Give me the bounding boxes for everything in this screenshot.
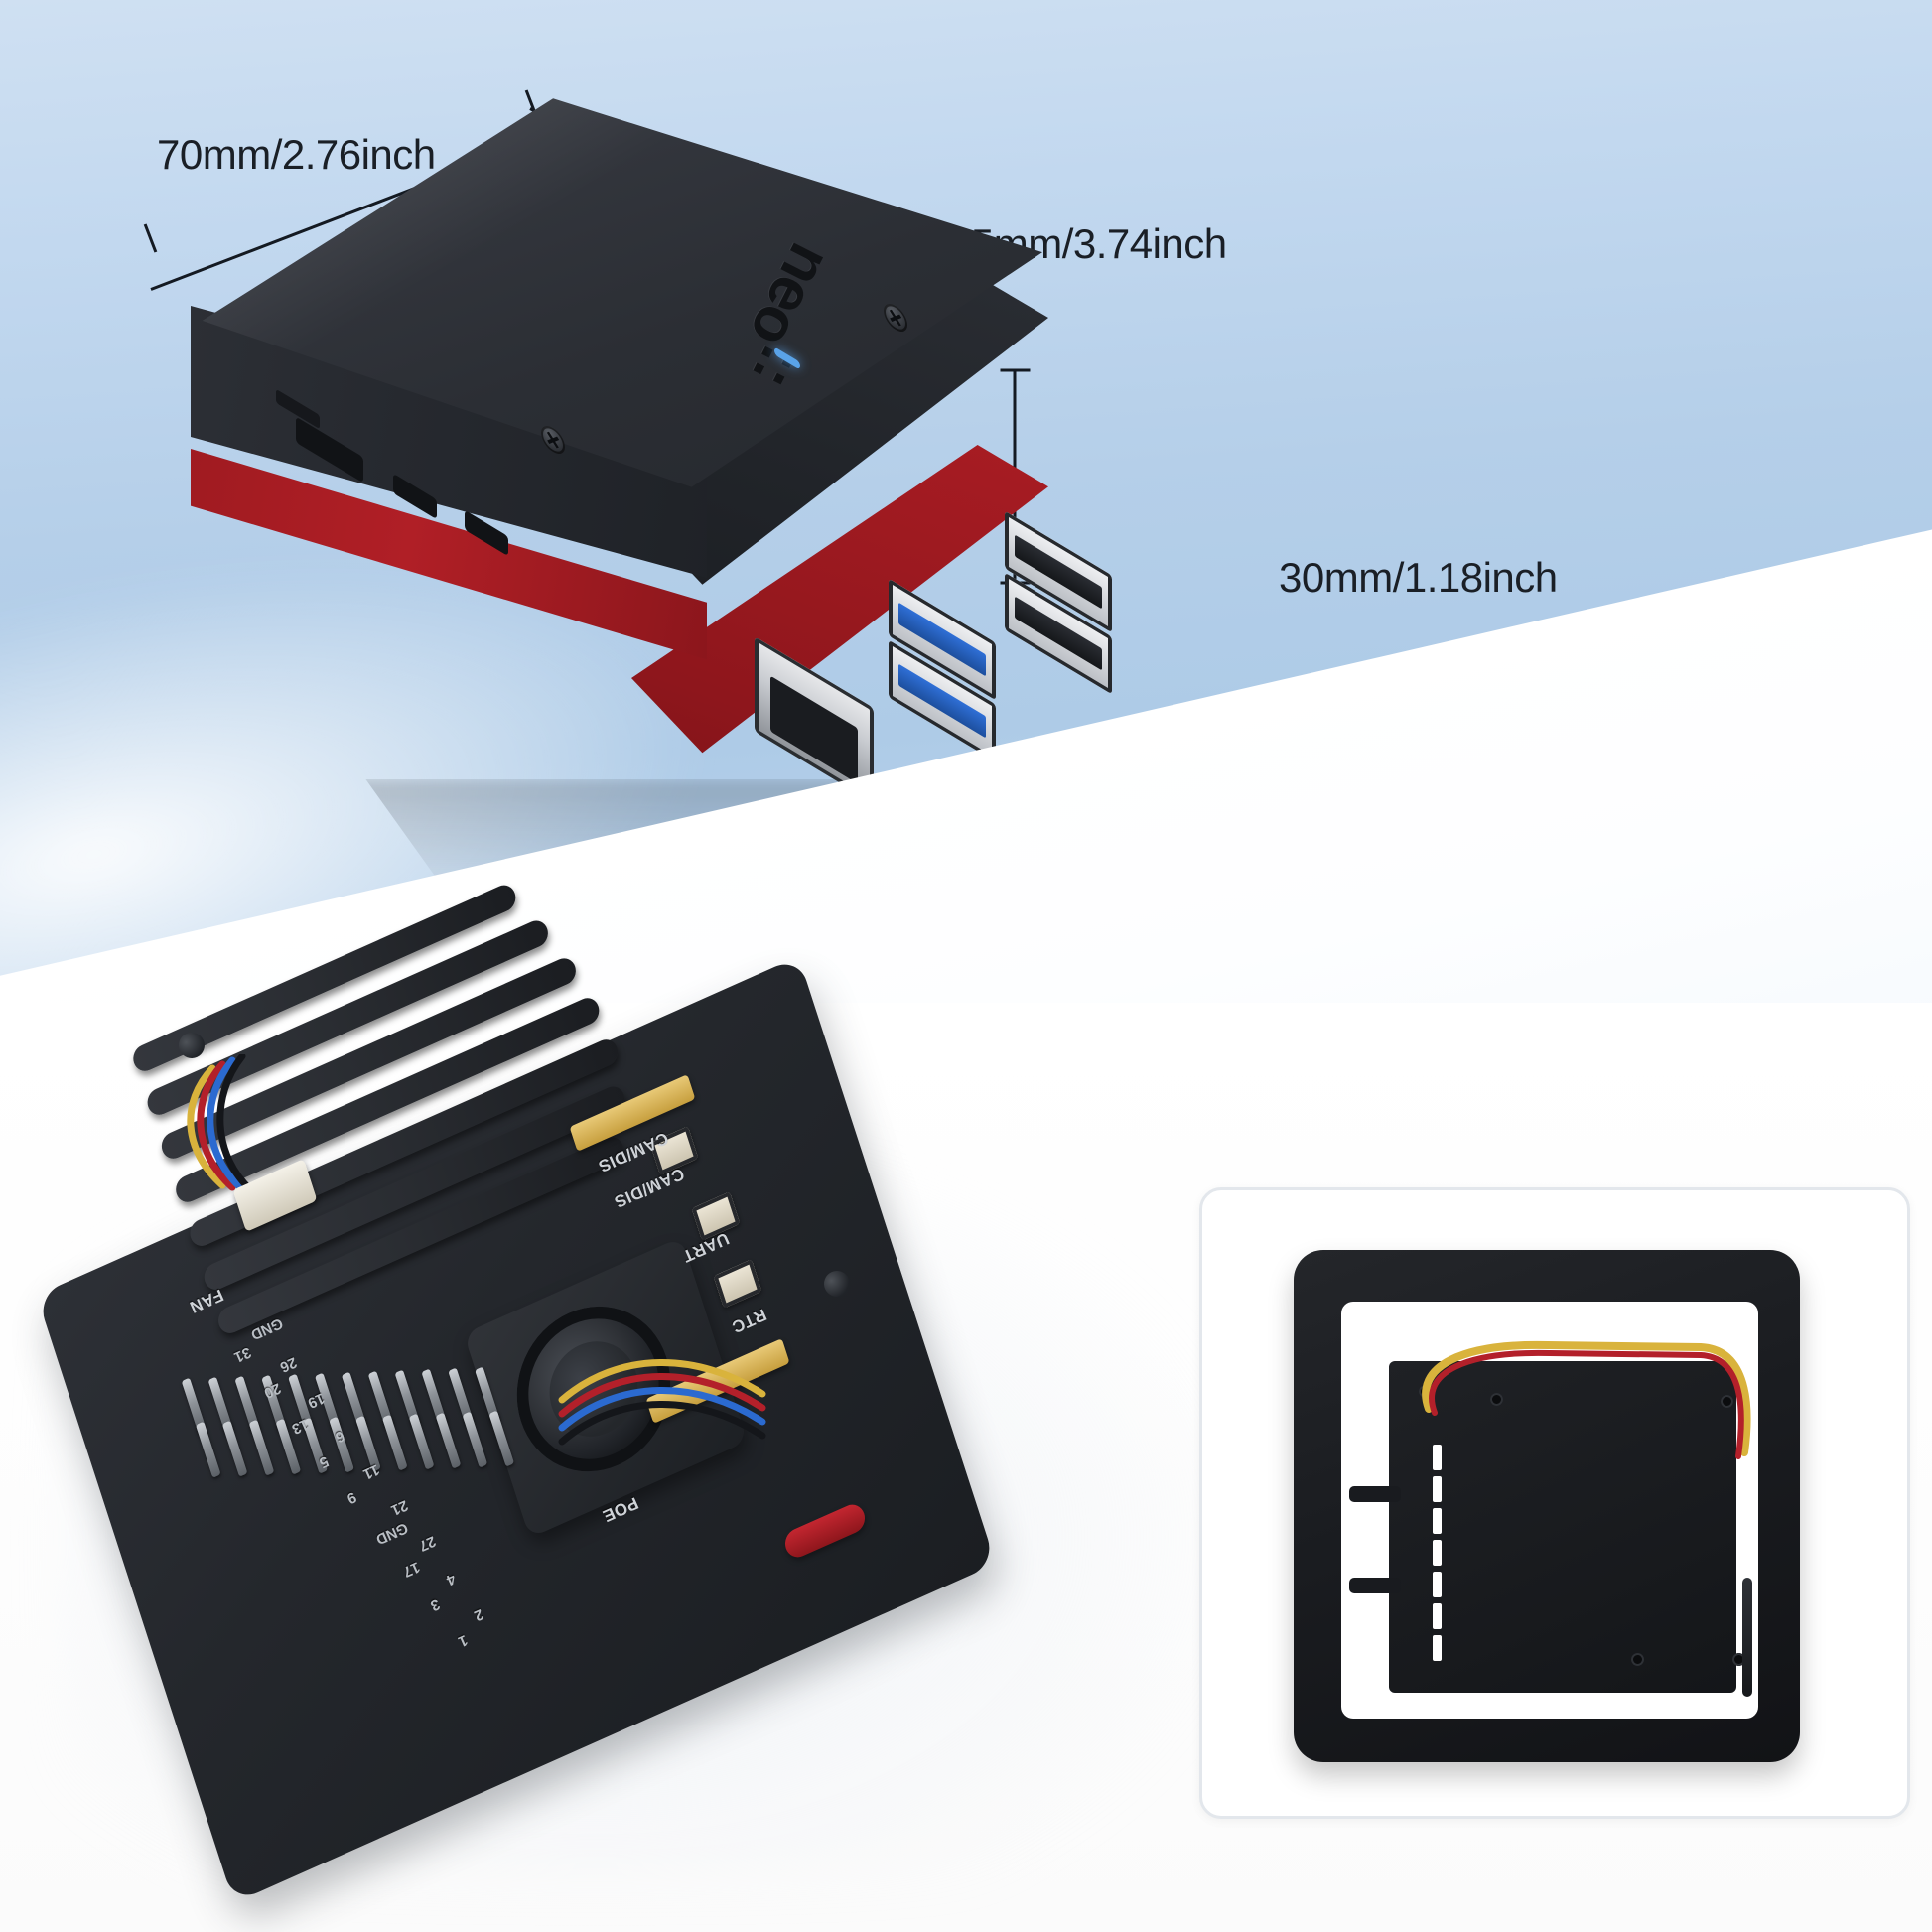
heatsink-fin-group	[1316, 476, 1644, 900]
dimension-label-width: 70mm/2.76inch	[157, 131, 436, 178]
fan-wire-harness	[187, 1054, 256, 1195]
shell-vent-3	[1433, 1540, 1442, 1566]
case-assembled-view: neo::	[119, 94, 1132, 916]
poe-wire-harness	[558, 1359, 766, 1446]
shell-standoff-2	[1721, 1395, 1733, 1408]
top-scene-panel: 70mm/2.76inch 95mm/3.74inch 30mm/1.18inc…	[0, 0, 1932, 1003]
shell-standoff-3	[1631, 1653, 1644, 1666]
dimension-label-height: 30mm/1.18inch	[1279, 554, 1558, 601]
shell-vent-6	[1433, 1635, 1442, 1661]
shell-standoff-1	[1490, 1393, 1503, 1406]
shell-standoff-4	[1732, 1653, 1745, 1666]
shell-wire-channel	[1742, 1578, 1752, 1697]
case-bottom-shell	[1294, 1250, 1800, 1762]
shell-vent-2	[1433, 1508, 1442, 1534]
shell-inner-plate	[1389, 1361, 1736, 1693]
shell-clip-lower	[1349, 1578, 1401, 1593]
shell-vent-5	[1433, 1603, 1442, 1629]
shell-vent-0	[1433, 1445, 1442, 1470]
shell-wire-harness	[1422, 1340, 1751, 1459]
shell-clip-upper	[1349, 1486, 1401, 1502]
case-open-board-view: FAN CAM/DIS CAM/DIS UART RTC POE GND 31 …	[36, 881, 1132, 1932]
shell-vent-1	[1433, 1476, 1442, 1502]
shell-vent-4	[1433, 1572, 1442, 1597]
inset-detail-panel	[1199, 1187, 1910, 1819]
